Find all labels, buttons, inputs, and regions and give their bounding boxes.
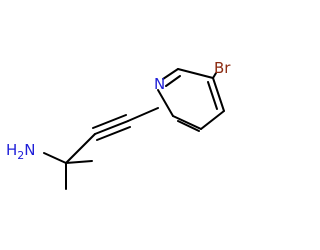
bond-c5-br xyxy=(212,72,217,79)
bond-cq-methyl-right xyxy=(65,160,93,164)
molecule-canvas: N Br H2N xyxy=(6,59,231,190)
bond-c2-c3-inner xyxy=(177,120,200,132)
bromine-label: Br xyxy=(214,59,231,77)
alkyne-triple-bond xyxy=(65,107,159,164)
bond-cq-nh2 xyxy=(43,152,67,164)
structure-diagram: N Br H2N xyxy=(6,59,231,190)
bond-alkyne-cq xyxy=(65,133,96,164)
bond-c4-c5 xyxy=(212,77,225,112)
bond-c2-alkyne xyxy=(127,107,159,122)
alkyne-line-2 xyxy=(92,114,127,129)
bond-c5-c6 xyxy=(177,68,214,79)
amine-label: H2N xyxy=(6,141,36,162)
bond-c2-c3 xyxy=(172,115,202,130)
bond-c6-n1 xyxy=(162,68,179,80)
bond-n1-c2 xyxy=(157,89,174,117)
bond-c3-c4 xyxy=(200,110,225,130)
bond-c4-c5-inner xyxy=(207,81,218,110)
alkyne-line-1 xyxy=(94,120,129,135)
ring-nitrogen-label: N xyxy=(154,75,165,93)
pyridine-ring xyxy=(157,68,225,132)
alkyne-line-3 xyxy=(96,126,131,141)
bond-c6-n1-inner xyxy=(165,75,181,87)
